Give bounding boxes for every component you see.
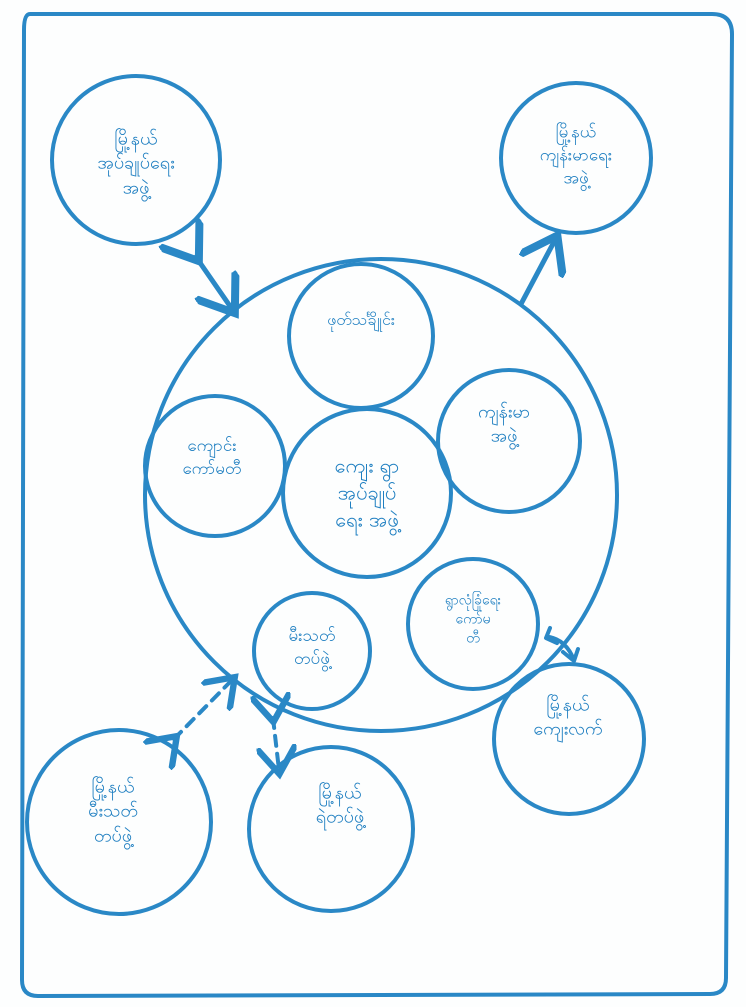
outer-circle-top-left	[50, 74, 222, 246]
arrow-top-left	[196, 257, 232, 309]
inner-circle-top	[287, 262, 435, 410]
outer-label-top-right: မြို့နယ် ကျန်းမာရေး အဖွဲ့	[539, 122, 613, 189]
outer-circle-bottom-middle	[247, 745, 415, 913]
inner-circle-right	[436, 368, 582, 514]
outer-circle-top-right	[499, 81, 653, 235]
page-frame	[20, 12, 734, 998]
inner-label-left: ကျောင်း ကော်မတီ	[182, 436, 242, 479]
outer-circle-right	[492, 662, 646, 816]
arrow-right	[547, 635, 576, 662]
outer-circle-bottom-left	[25, 728, 213, 916]
inner-circle-bottom-right	[406, 557, 540, 691]
inner-circle-left	[143, 394, 287, 538]
inner-label-bottom-right: ရွာလုံခြုံရေး ကော်မ တီ	[444, 592, 502, 647]
inner-circle-bottom-left	[252, 591, 372, 711]
village-boundary-circle	[143, 257, 619, 733]
arrow-bottom-left-dashed	[174, 680, 232, 739]
inner-label-top: ဖုတ်သင်္ချိုင်း	[327, 310, 395, 330]
outer-label-bottom-middle: မြို့နယ် ရဲတပ်ဖွဲ့	[315, 782, 365, 828]
arrow-right-head	[544, 626, 580, 663]
outer-label-right: မြို့နယ် ကျေးလက်	[533, 694, 603, 740]
inner-label-bottom-left: မီးသတ် တပ်ဖွဲ့	[288, 626, 336, 669]
outer-label-bottom-left: မြို့နယ် မီးသတ် တပ်ဖွဲ့	[88, 776, 138, 847]
inner-label-right: ကျန်းမာ အဖွဲ့	[477, 401, 531, 447]
center-label: ကျေး ရွာ အုပ်ချုပ် ရေး အဖွဲ့	[334, 453, 400, 532]
arrow-top-right	[518, 240, 555, 307]
outer-label-top-left: မြို့နယ် အုပ်ချုပ်ရေး အဖွဲ့	[97, 128, 175, 199]
arrow-bottom-middle-dashed	[273, 718, 279, 770]
